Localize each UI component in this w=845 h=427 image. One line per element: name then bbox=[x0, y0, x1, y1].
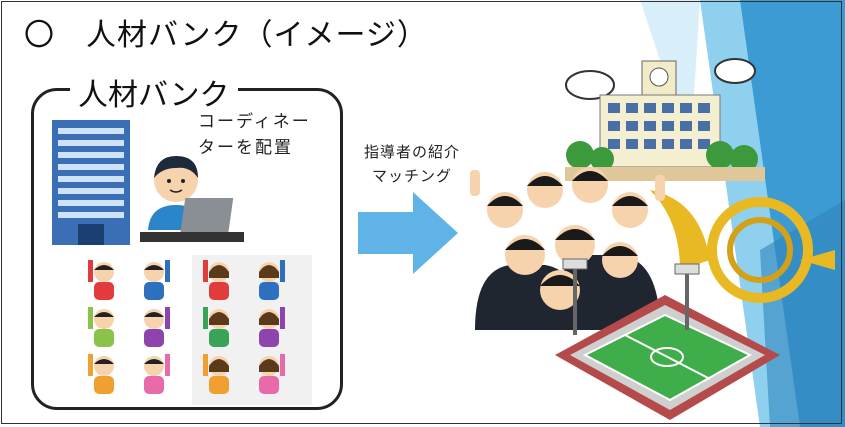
french-horn-icon bbox=[650, 190, 835, 303]
page-title: 〇 人材バンク（イメージ） bbox=[24, 18, 428, 53]
students-group-icon bbox=[470, 167, 665, 330]
coordinator-icon bbox=[140, 156, 244, 242]
talent-bank-label: 人材バンク bbox=[70, 70, 238, 114]
matching-text-line-2: マッチング bbox=[372, 167, 453, 185]
coordinator-text-line-1: コーディネー bbox=[198, 112, 311, 132]
matching-text-line-1: 指導者の紹介 bbox=[364, 143, 461, 161]
people-group-left bbox=[88, 260, 170, 394]
right-arrow-icon bbox=[358, 192, 458, 274]
coordinator-text: コーディネー ターを配置 bbox=[198, 109, 311, 161]
people-group-right bbox=[203, 260, 285, 394]
coordinator-text-line-2: ターを配置 bbox=[198, 138, 293, 158]
stadium-icon bbox=[555, 258, 780, 420]
office-building-icon bbox=[52, 120, 130, 245]
registered-people-grid bbox=[88, 255, 312, 405]
matching-text: 指導者の紹介 マッチング bbox=[364, 140, 460, 188]
school-building-icon bbox=[565, 58, 765, 181]
